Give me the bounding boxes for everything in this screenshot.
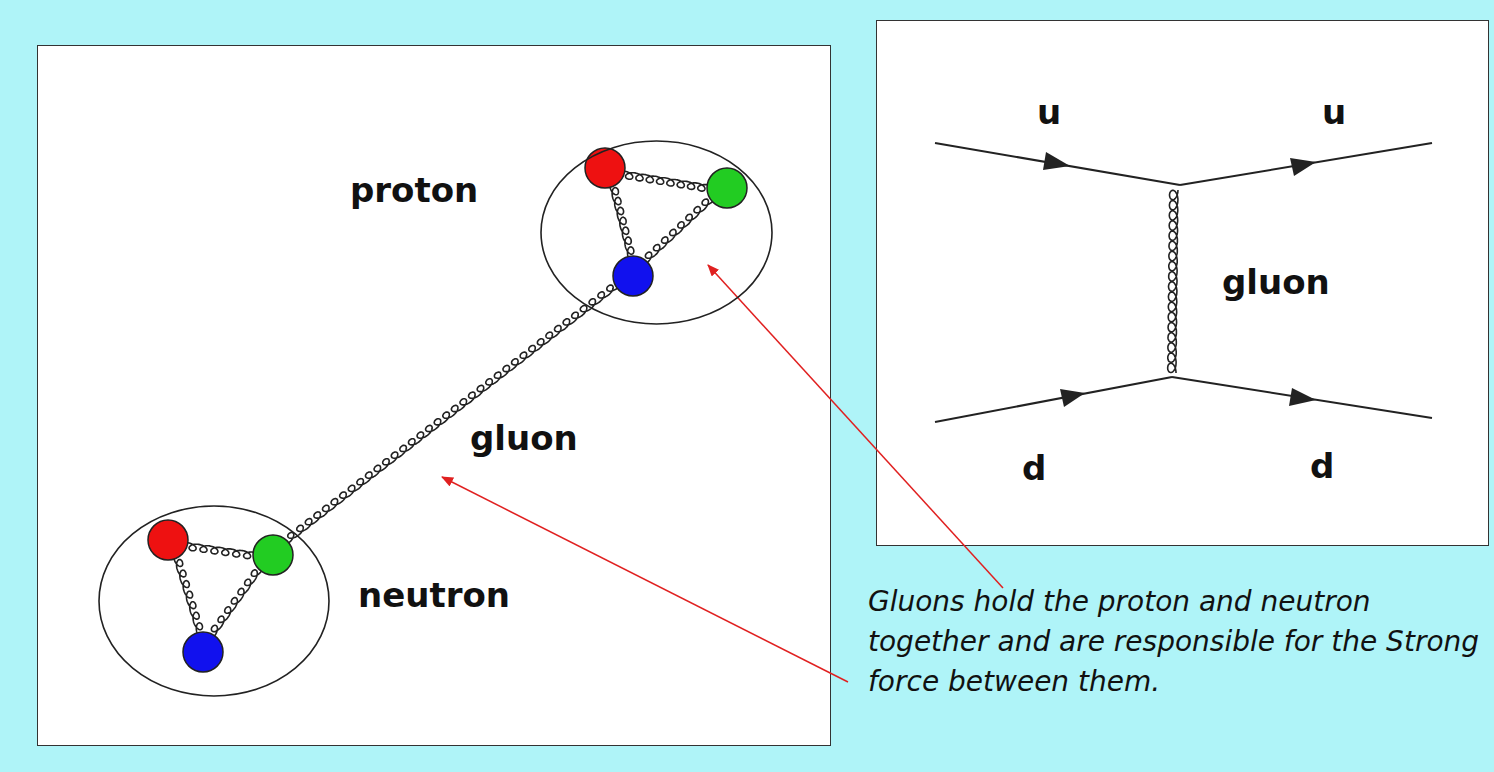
gluon-coil xyxy=(1168,190,1178,373)
quark-label: d xyxy=(1022,448,1046,488)
right-panel xyxy=(876,20,1489,546)
edge-label: gluon xyxy=(470,418,578,458)
quark-label: d xyxy=(1310,446,1334,486)
quark xyxy=(148,520,188,560)
quark-label: u xyxy=(1037,92,1061,132)
gluon-coil xyxy=(188,543,253,559)
gluon-exchange xyxy=(297,306,591,536)
gluon-coil xyxy=(645,199,712,262)
gluon-coil xyxy=(625,171,708,191)
gluon-coil xyxy=(211,570,261,636)
fermion-lines xyxy=(935,143,1432,422)
circle-outline xyxy=(540,140,773,325)
nucleon-name: neutron xyxy=(358,575,510,615)
nucleon-circle: neutron xyxy=(98,505,330,697)
leader-line xyxy=(708,265,1003,588)
quark xyxy=(613,256,653,296)
gluon-label: gluon xyxy=(1222,262,1330,302)
quark-label: u xyxy=(1322,92,1346,132)
gluon-coil xyxy=(174,559,203,633)
gluon-coil xyxy=(288,532,299,542)
note-text: Gluons hold the proton and neutron toget… xyxy=(868,582,1483,702)
gluon-coil xyxy=(589,285,617,309)
nucleon-circle: proton xyxy=(540,140,773,325)
quark xyxy=(183,632,223,672)
quark xyxy=(707,168,747,208)
nucleon-name: proton xyxy=(350,170,478,210)
circle-outline xyxy=(98,505,330,697)
left-panel xyxy=(37,45,831,746)
quark xyxy=(253,535,293,575)
quark xyxy=(585,148,625,188)
gluon-coil xyxy=(610,187,634,256)
